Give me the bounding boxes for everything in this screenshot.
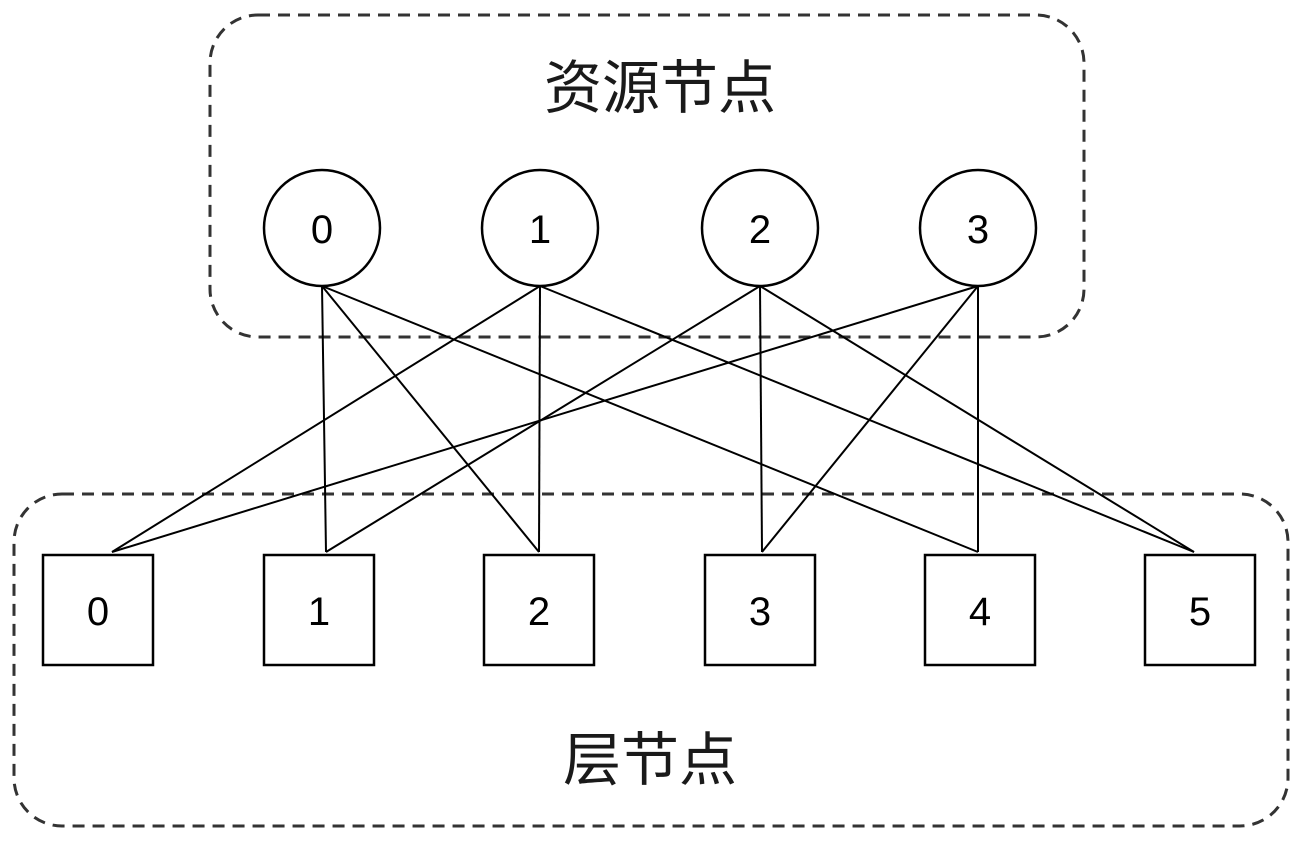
resource-node-0: 0: [264, 170, 380, 286]
resource-node-0-label: 0: [311, 208, 333, 252]
resource-node-1: 1: [482, 170, 598, 286]
layer-group-title: 层节点: [563, 726, 737, 794]
layer-node-4: 4: [925, 555, 1035, 665]
resource-node-3-label: 3: [967, 208, 989, 252]
layer-node-4-label: 4: [969, 590, 991, 634]
resource-node-1-label: 1: [529, 208, 551, 252]
layer-node-1: 1: [264, 555, 374, 665]
layer-node-3-label: 3: [749, 590, 771, 634]
edge-resource-0-layer-4: [322, 286, 978, 552]
edge-resource-1-layer-5: [540, 286, 1194, 552]
layer-node-5-label: 5: [1189, 590, 1211, 634]
edge-resource-1-layer-2: [539, 286, 540, 552]
resource-node-2: 2: [702, 170, 818, 286]
resource-group-title: 资源节点: [544, 54, 776, 122]
layer-node-1-label: 1: [308, 590, 330, 634]
layer-node-2: 2: [484, 555, 594, 665]
resource-node-2-label: 2: [749, 208, 771, 252]
layer-node-0: 0: [43, 555, 153, 665]
resource-node-3: 3: [920, 170, 1036, 286]
layer-node-2-label: 2: [528, 590, 550, 634]
edge-resource-3-layer-3: [762, 286, 978, 552]
edge-resource-2-layer-3: [760, 286, 762, 552]
edge-resource-3-layer-0: [112, 286, 978, 552]
layer-node-5: 5: [1145, 555, 1255, 665]
edge-resource-0-layer-2: [322, 286, 539, 552]
layer-node-3: 3: [705, 555, 815, 665]
layer-node-0-label: 0: [87, 590, 109, 634]
edges: [112, 286, 1194, 552]
